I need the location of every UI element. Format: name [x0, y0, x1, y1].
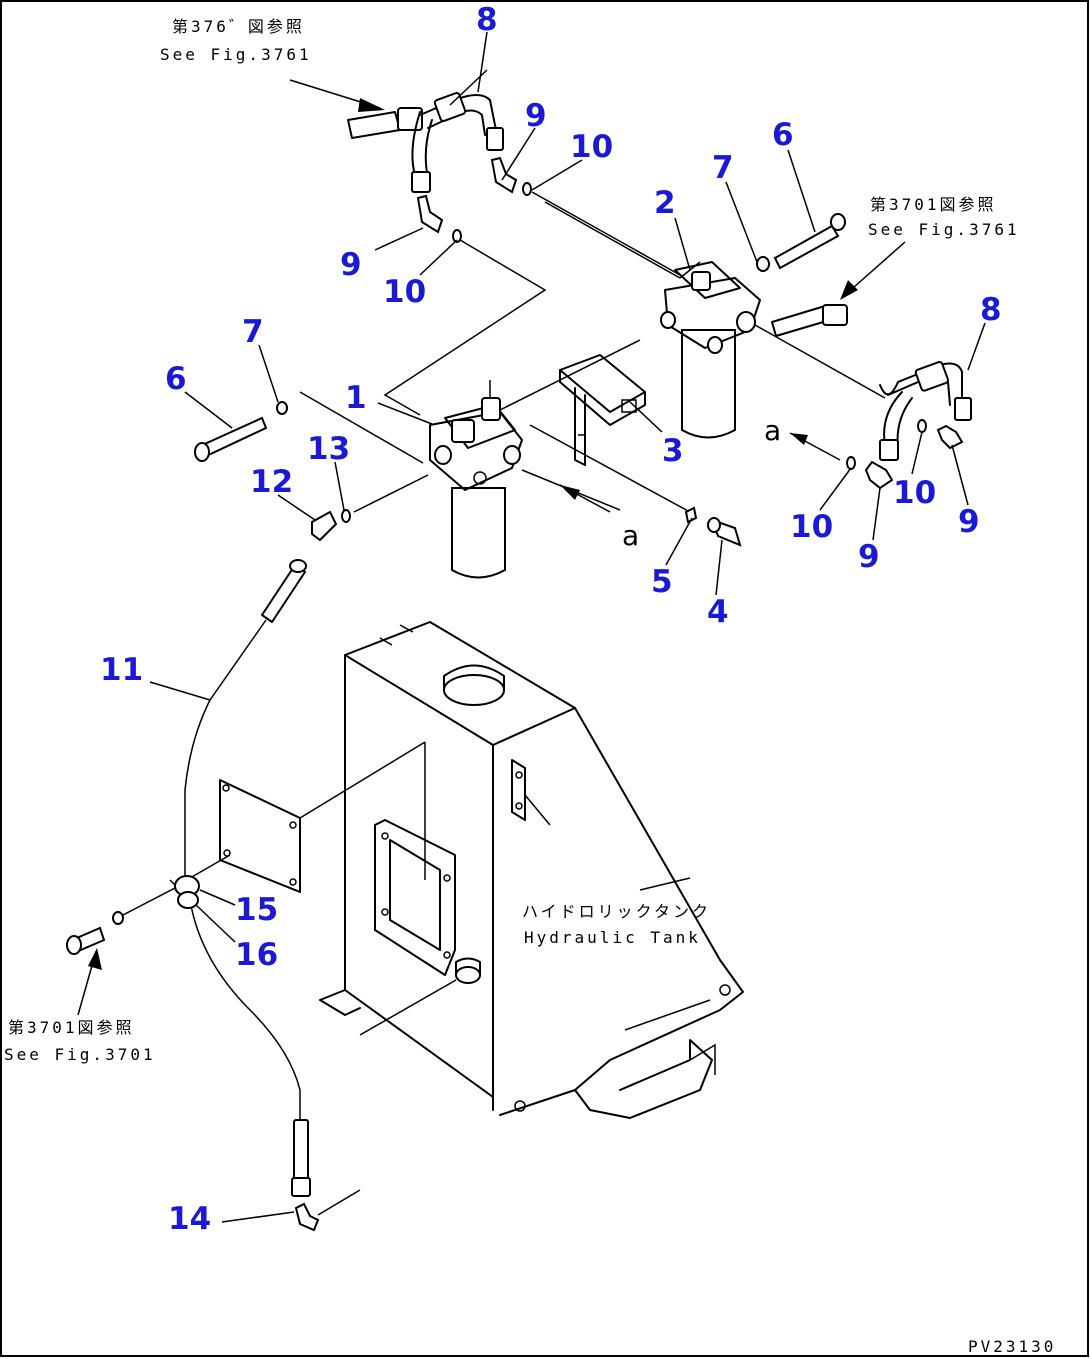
- callout-9-right-b: 9: [858, 539, 880, 575]
- note-top-left-jp: 第376゛図参照: [172, 17, 305, 36]
- fitting-14: [291, 1119, 361, 1232]
- elbow-9c: [936, 424, 964, 450]
- bolt-6-left: [194, 401, 288, 462]
- bolt-6-right: [756, 213, 846, 272]
- tank-label-jp: ハイドロリックタンク: [522, 902, 711, 921]
- oring-10d: [846, 456, 856, 470]
- note-bottom-left-jp: 第3701図参照: [8, 1018, 135, 1037]
- callout-numbers: 8 9 10 9 10 2 7 6 8 1 7 6 3 13 12 4 5 9 …: [100, 2, 1002, 1237]
- callout-6-right: 6: [772, 117, 794, 153]
- view-arrow-a2: [789, 432, 841, 461]
- callout-16: 16: [235, 937, 278, 973]
- callout-12: 12: [250, 464, 293, 500]
- callout-14: 14: [168, 1201, 211, 1237]
- callout-7-right: 7: [712, 150, 734, 186]
- callout-10-left: 10: [383, 274, 426, 310]
- elbow-12: [311, 510, 338, 542]
- callout-1: 1: [345, 380, 367, 416]
- ref-arrow-right: [840, 241, 906, 300]
- oring-10a: [522, 182, 532, 196]
- callout-8-right: 8: [980, 292, 1002, 328]
- callout-9-left: 9: [340, 247, 362, 283]
- ref-arrow-bottom-left: [77, 948, 102, 1016]
- oring-10b: [452, 229, 462, 243]
- callout-11: 11: [100, 652, 143, 688]
- callout-9-right-a: 9: [958, 504, 980, 540]
- note-right-en: See Fig.3761: [868, 220, 1020, 239]
- view-marker-a2: a: [764, 414, 781, 447]
- callout-3: 3: [662, 433, 684, 469]
- callout-10-right-a: 10: [893, 475, 936, 511]
- elbow-9a: [490, 156, 518, 194]
- filter-2: [660, 261, 886, 439]
- callout-2: 2: [654, 185, 676, 221]
- tank-label-en: Hydraulic Tank: [524, 928, 701, 947]
- filter-1: [299, 380, 621, 579]
- callout-10-right-b: 10: [790, 509, 833, 545]
- washer-5: [684, 506, 698, 524]
- callout-5: 5: [651, 564, 673, 600]
- callout-leaders: [149, 31, 986, 1223]
- pipe-8-top: [347, 69, 504, 193]
- note-bottom-left-en: See Fig.3701: [4, 1045, 156, 1064]
- bracket-3: [529, 354, 691, 513]
- view-marker-a1: a: [622, 519, 639, 552]
- elbow-9b: [416, 194, 444, 234]
- cover-plate: [189, 741, 426, 893]
- bolt-4: [707, 517, 742, 547]
- view-arrow-a1: [559, 484, 611, 513]
- oring-13: [341, 509, 351, 523]
- hose-11: [184, 559, 307, 1120]
- callout-6-left: 6: [165, 361, 187, 397]
- oring-10c: [917, 419, 927, 433]
- drawing-code: PV23130: [968, 1337, 1056, 1356]
- callout-4: 4: [707, 594, 729, 630]
- note-top-left-en: See Fig.3761: [160, 45, 312, 64]
- callout-8-top: 8: [476, 2, 498, 38]
- callout-15: 15: [235, 892, 278, 928]
- callout-10-top: 10: [570, 129, 613, 165]
- clamp-15: [169, 875, 200, 909]
- pipe-8-right: [771, 304, 972, 461]
- ref-arrow-top-left: [289, 79, 385, 112]
- callout-9-top: 9: [525, 98, 547, 134]
- hydraulic-tank: [319, 621, 744, 1119]
- elbow-9d: [864, 460, 894, 490]
- callout-7-left: 7: [242, 314, 264, 350]
- note-right-jp: 第3701図参照: [870, 195, 997, 214]
- callout-13: 13: [307, 431, 350, 467]
- bolt-bottom-left: [66, 887, 176, 955]
